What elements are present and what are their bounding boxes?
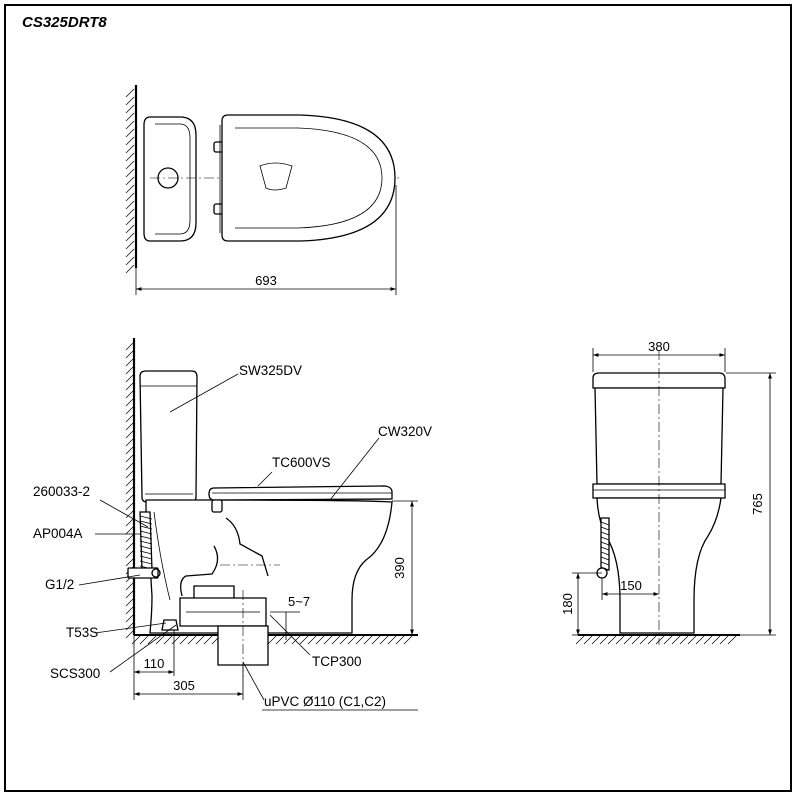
dim-floor-gap: 5~7 (288, 594, 310, 609)
plan-seat-outline (221, 114, 396, 242)
side-tank (139, 370, 198, 503)
dim-rim-height: 390 (392, 557, 407, 579)
label-stop-valve: T53S (66, 625, 98, 640)
plan-view: 693 (125, 85, 400, 295)
side-wall (125, 338, 136, 639)
dim-total-height: 765 (750, 493, 765, 515)
dim-width: 380 (648, 339, 670, 354)
label-tank-connector: 260033-2 (33, 484, 90, 499)
leader-lines (78, 373, 380, 701)
drawing-frame (4, 4, 792, 792)
dim-overall-length: 693 (255, 273, 277, 288)
model-title: CS325DRT8 (22, 14, 107, 31)
plan-tank-outline (143, 116, 197, 242)
label-supply-hose: AP004A (33, 526, 83, 541)
dim-supply-height: 180 (560, 593, 575, 615)
floor-valve (161, 619, 179, 631)
label-tank: SW325DV (239, 363, 302, 378)
side-hinge-icon (211, 499, 223, 513)
label-supply-thread: G1/2 (45, 577, 74, 592)
front-view: 380 765 180 150 (560, 339, 776, 645)
dim-valve-offset: 110 (144, 656, 165, 671)
plan-wall (125, 85, 138, 274)
label-outlet-sleeve: SCS300 (50, 666, 100, 681)
side-view: SW325DV CW320V TC600VS 260033-2 AP004A G… (33, 338, 432, 711)
label-drain-pipe: uPVC Ø110 (C1,C2) (264, 694, 386, 709)
dim-rough-in: 305 (173, 678, 195, 693)
bowl-opening (259, 162, 293, 191)
label-bowl: CW320V (378, 424, 432, 439)
dim-supply-offset: 150 (620, 578, 642, 593)
front-tank (592, 372, 726, 389)
label-flange: TCP300 (312, 654, 362, 669)
label-seat: TC600VS (272, 455, 331, 470)
